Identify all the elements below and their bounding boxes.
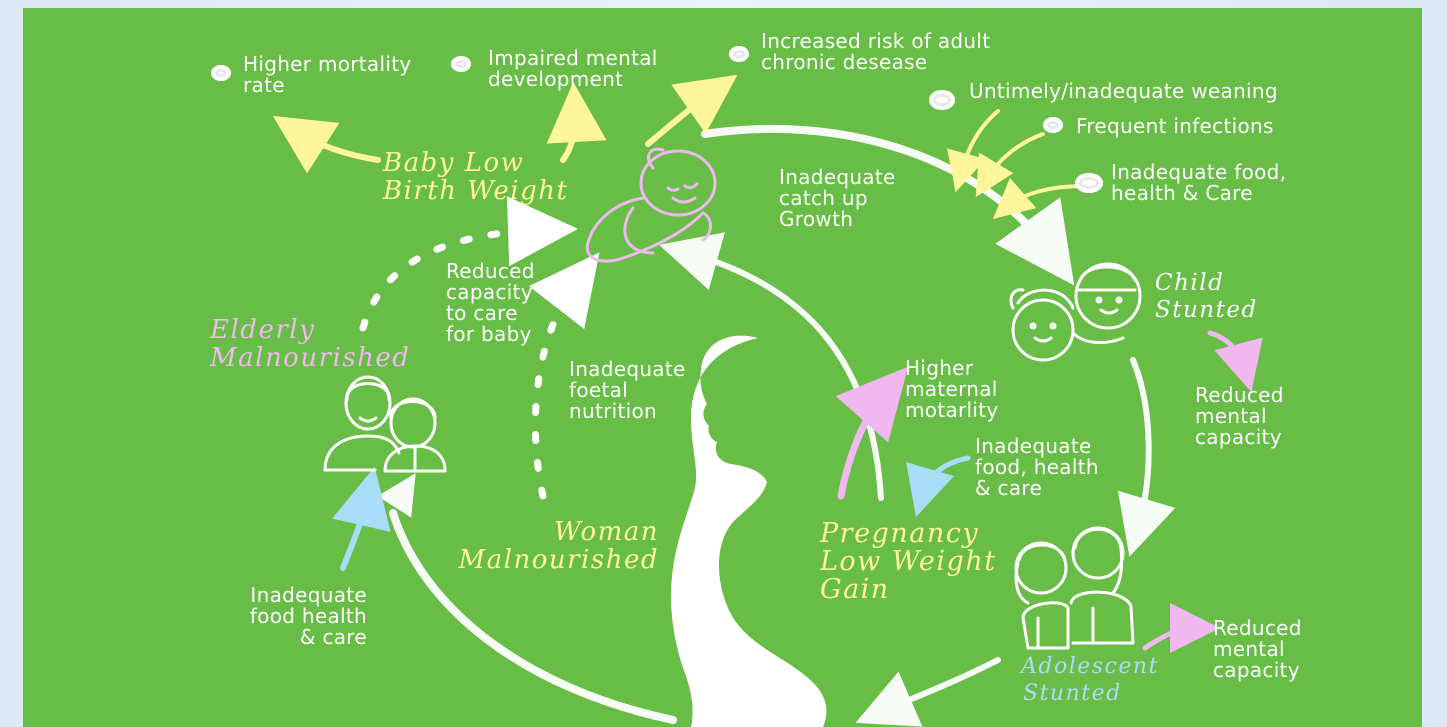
arrow-to-mortality <box>298 132 378 160</box>
bullet-weaning <box>929 90 955 110</box>
arrow-child-mental <box>1210 333 1245 368</box>
cycle-arrow-to-elderly <box>398 490 405 501</box>
pregnant-woman-silhouette <box>671 336 826 727</box>
children-icon <box>1011 264 1140 360</box>
arrow-food-care-mid <box>923 458 968 493</box>
arrow-infections <box>986 134 1043 180</box>
bullet-chronic <box>729 46 749 62</box>
bullet-infections <box>1043 117 1063 133</box>
baby-icon <box>587 149 715 261</box>
cycle-arrow-child-to-adolescent <box>1133 360 1149 528</box>
bullet-mental-dev <box>451 56 471 72</box>
arrow-weaning <box>961 111 998 173</box>
elderly-couple-icon <box>325 377 445 471</box>
cycle-arrow-adolescent-to-woman <box>883 660 998 711</box>
arrow-food-care-top <box>1008 186 1083 206</box>
adolescents-icon <box>1016 528 1133 648</box>
arrow-food-care-elderly <box>343 496 368 568</box>
note-untimely-weaning: Untimely/inadequate weaning <box>969 81 1278 102</box>
arrow-adolescent-mental <box>1145 628 1195 648</box>
note-inadequate-food-health-care-top: Inadequate food,health & Care <box>1111 162 1286 204</box>
note-frequent-infections: Frequent infections <box>1076 116 1274 137</box>
bullet-mortality <box>211 65 231 81</box>
bullet-food-care <box>1075 173 1103 193</box>
